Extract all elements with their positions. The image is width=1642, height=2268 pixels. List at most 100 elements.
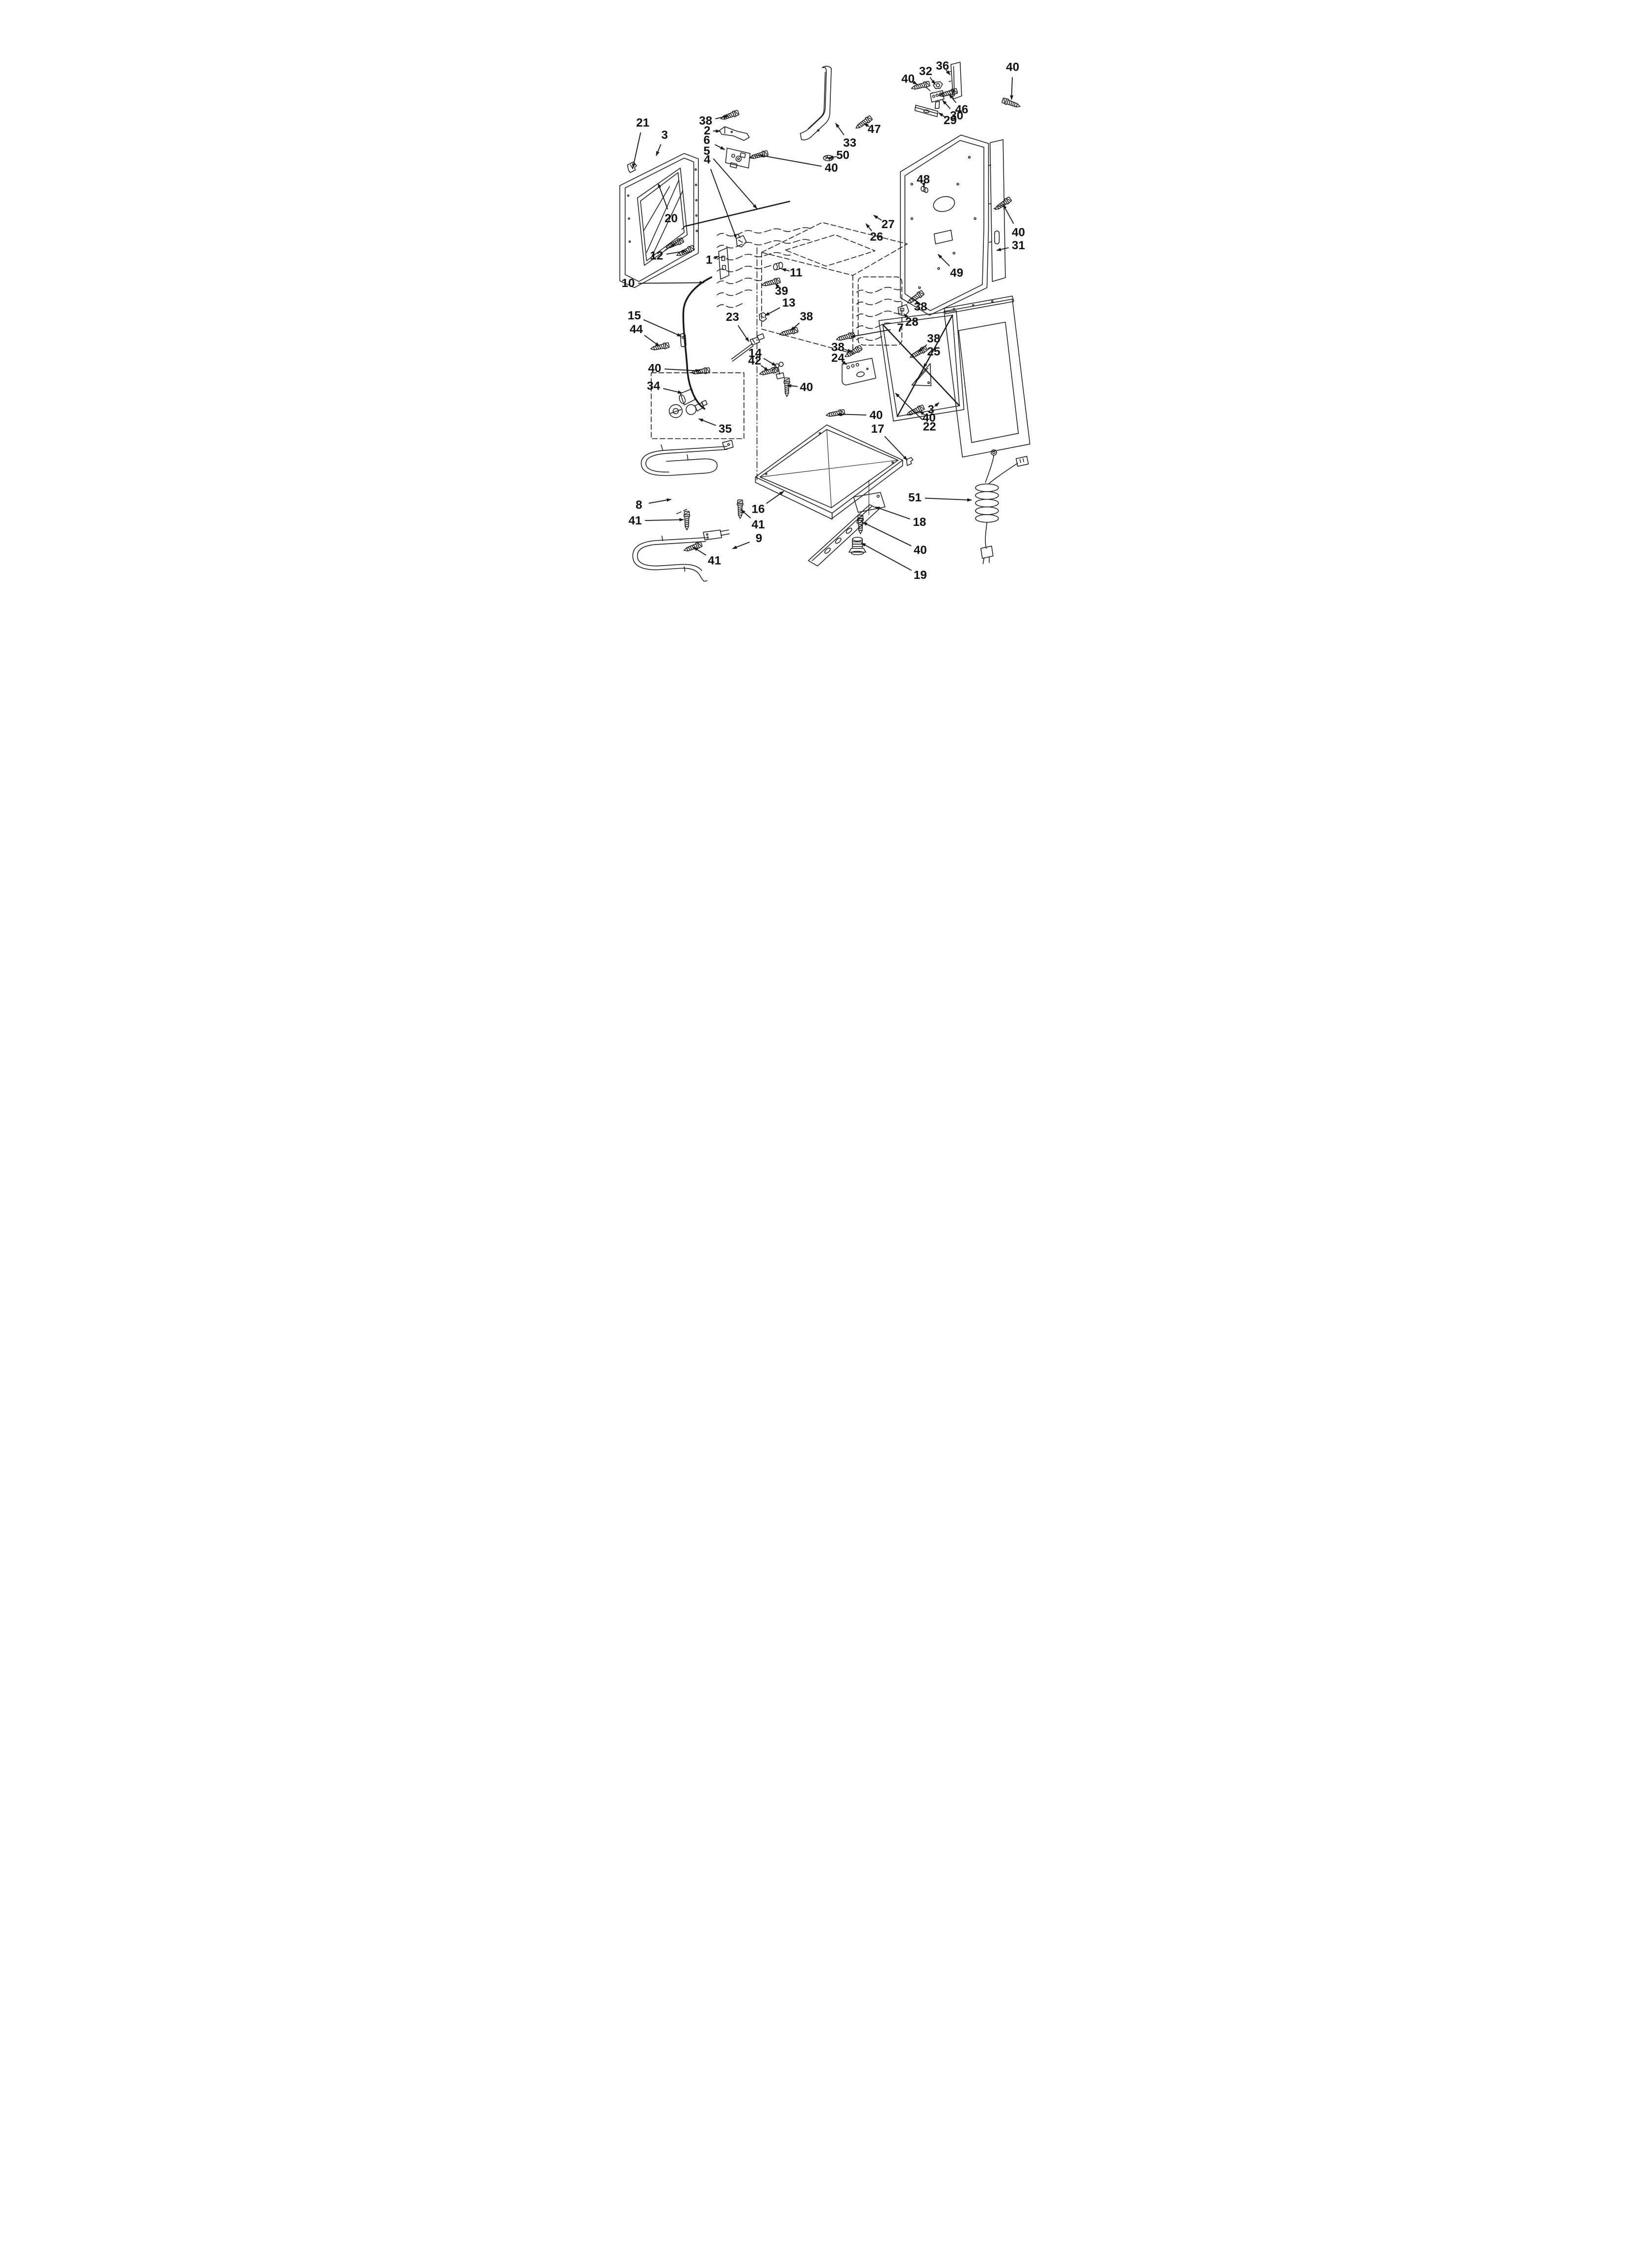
leader-arrow-8-54 [648, 498, 672, 504]
part-number-41: 41 [708, 554, 721, 567]
leader-arrow-1-9 [713, 256, 719, 260]
leader-arrow-30-32 [942, 100, 951, 109]
leader-arrow-38-41 [918, 344, 927, 353]
oven-door-panel [619, 153, 699, 288]
callout-40-48: 40 [837, 409, 883, 422]
part-number-26: 26 [870, 231, 883, 244]
light-housing-zone [651, 372, 744, 440]
corner-brace [911, 363, 932, 387]
part-number-40: 40 [1006, 60, 1019, 74]
callout-24-44: 24 [831, 352, 847, 365]
part-number-12: 12 [650, 249, 663, 262]
leader-arrow-17-49 [884, 436, 908, 461]
leader-arrow-40-14 [665, 368, 700, 372]
leader-arrow-40-47 [786, 384, 798, 388]
leader-arrow-6-5 [715, 144, 725, 150]
sensor-screw [690, 366, 711, 376]
leader-arrow-20-2 [657, 183, 668, 209]
leader-arrow-44-12 [644, 335, 660, 347]
leader-arrow-49-37 [937, 254, 950, 266]
callout-14-45: 14 [748, 346, 777, 366]
part-number-23: 23 [726, 311, 739, 324]
part-number-4: 4 [704, 153, 711, 166]
leader-arrow-38-3 [715, 115, 729, 119]
part-number-50: 50 [836, 149, 849, 162]
callout-5-6: 5 [703, 145, 758, 209]
callout-38-43: 38 [831, 341, 853, 354]
leader-arrow-40-30 [1010, 77, 1014, 101]
part-number-38: 38 [831, 341, 845, 354]
leader-arrow-3-1 [656, 144, 662, 156]
leader-arrow-40-35 [1002, 204, 1014, 224]
base-clip [906, 457, 914, 466]
callout-15-11: 15 [628, 309, 682, 337]
part-number-41: 41 [751, 518, 765, 531]
leader-arrow-40-29 [912, 80, 918, 85]
rear-panel [899, 134, 1006, 316]
leader-arrow-50-18 [828, 155, 837, 159]
oven-sensor [731, 333, 765, 362]
callout-27-21: 27 [873, 214, 895, 231]
leader-arrow-41-58 [693, 547, 707, 556]
part-number-6: 6 [703, 134, 710, 147]
part-number-29: 29 [944, 114, 957, 127]
door-hinge-bracket [627, 161, 637, 173]
terminal-clamp [929, 90, 945, 109]
bake-element [632, 529, 730, 582]
callout-21-0: 21 [632, 116, 649, 169]
assembly-guides [676, 87, 1003, 515]
part-number-11: 11 [790, 266, 802, 279]
leader-arrow-24-44 [841, 361, 847, 365]
cavity-screw-38 [778, 326, 799, 338]
power-cord [975, 449, 1029, 564]
leader-arrow-41-56 [741, 509, 751, 519]
brace-screw [908, 345, 928, 361]
callout-40-35: 40 [1002, 204, 1025, 239]
mount-clip [774, 362, 785, 380]
part-number-22: 22 [923, 420, 936, 434]
leader-arrow-14-45 [763, 358, 777, 366]
broil-element [641, 440, 734, 476]
part-number-35: 35 [718, 422, 732, 436]
leader-arrow-9-57 [732, 541, 750, 549]
latch-plate [718, 247, 730, 280]
part-number-32: 32 [919, 65, 932, 78]
top-bracket [719, 126, 750, 141]
ground-screw [649, 341, 670, 352]
leader-arrow-33-17 [835, 123, 845, 135]
callout-3-1: 3 [656, 129, 668, 156]
callout-16-53: 16 [751, 491, 784, 516]
parts-diagram: 2132038265412110154423403435335047402726… [605, 4, 1037, 600]
leader-arrow-40-51 [919, 411, 925, 416]
shelf-bracket [914, 104, 939, 117]
callout-41-55: 41 [628, 514, 684, 527]
anti-tip-rail [808, 480, 886, 567]
latch-keeper [898, 304, 909, 316]
part-number-38: 38 [914, 300, 927, 313]
base-front-screw [783, 377, 791, 397]
part-number-33: 33 [843, 136, 856, 150]
leader-arrow-12-8 [665, 242, 676, 251]
callout-22-52: 22 [895, 392, 936, 434]
part-number-41: 41 [628, 514, 641, 527]
callout-12-8: 12 [650, 242, 687, 262]
leader-arrow-23-13 [738, 325, 749, 342]
callout-19-62: 19 [861, 542, 927, 582]
leader-arrow-3-50 [934, 402, 940, 407]
part-number-19: 19 [914, 569, 927, 582]
part-number-16: 16 [751, 503, 765, 516]
part-number-28: 28 [905, 315, 919, 329]
callout-20-2: 20 [657, 183, 678, 225]
leader-arrow-41-55 [645, 518, 684, 521]
callout-51-59: 51 [908, 491, 972, 504]
leader-arrow-47-19 [863, 123, 870, 128]
callout-34-15: 34 [647, 380, 683, 394]
callout-40-51: 40 [919, 411, 936, 425]
callout-41-58: 41 [693, 547, 721, 567]
part-number-25: 25 [927, 345, 940, 358]
part-number-40: 40 [914, 544, 927, 557]
leader-arrow-29-33 [938, 112, 946, 118]
part-number-8: 8 [636, 498, 642, 512]
handle-bracket [800, 66, 832, 140]
part-number-40: 40 [923, 412, 936, 425]
